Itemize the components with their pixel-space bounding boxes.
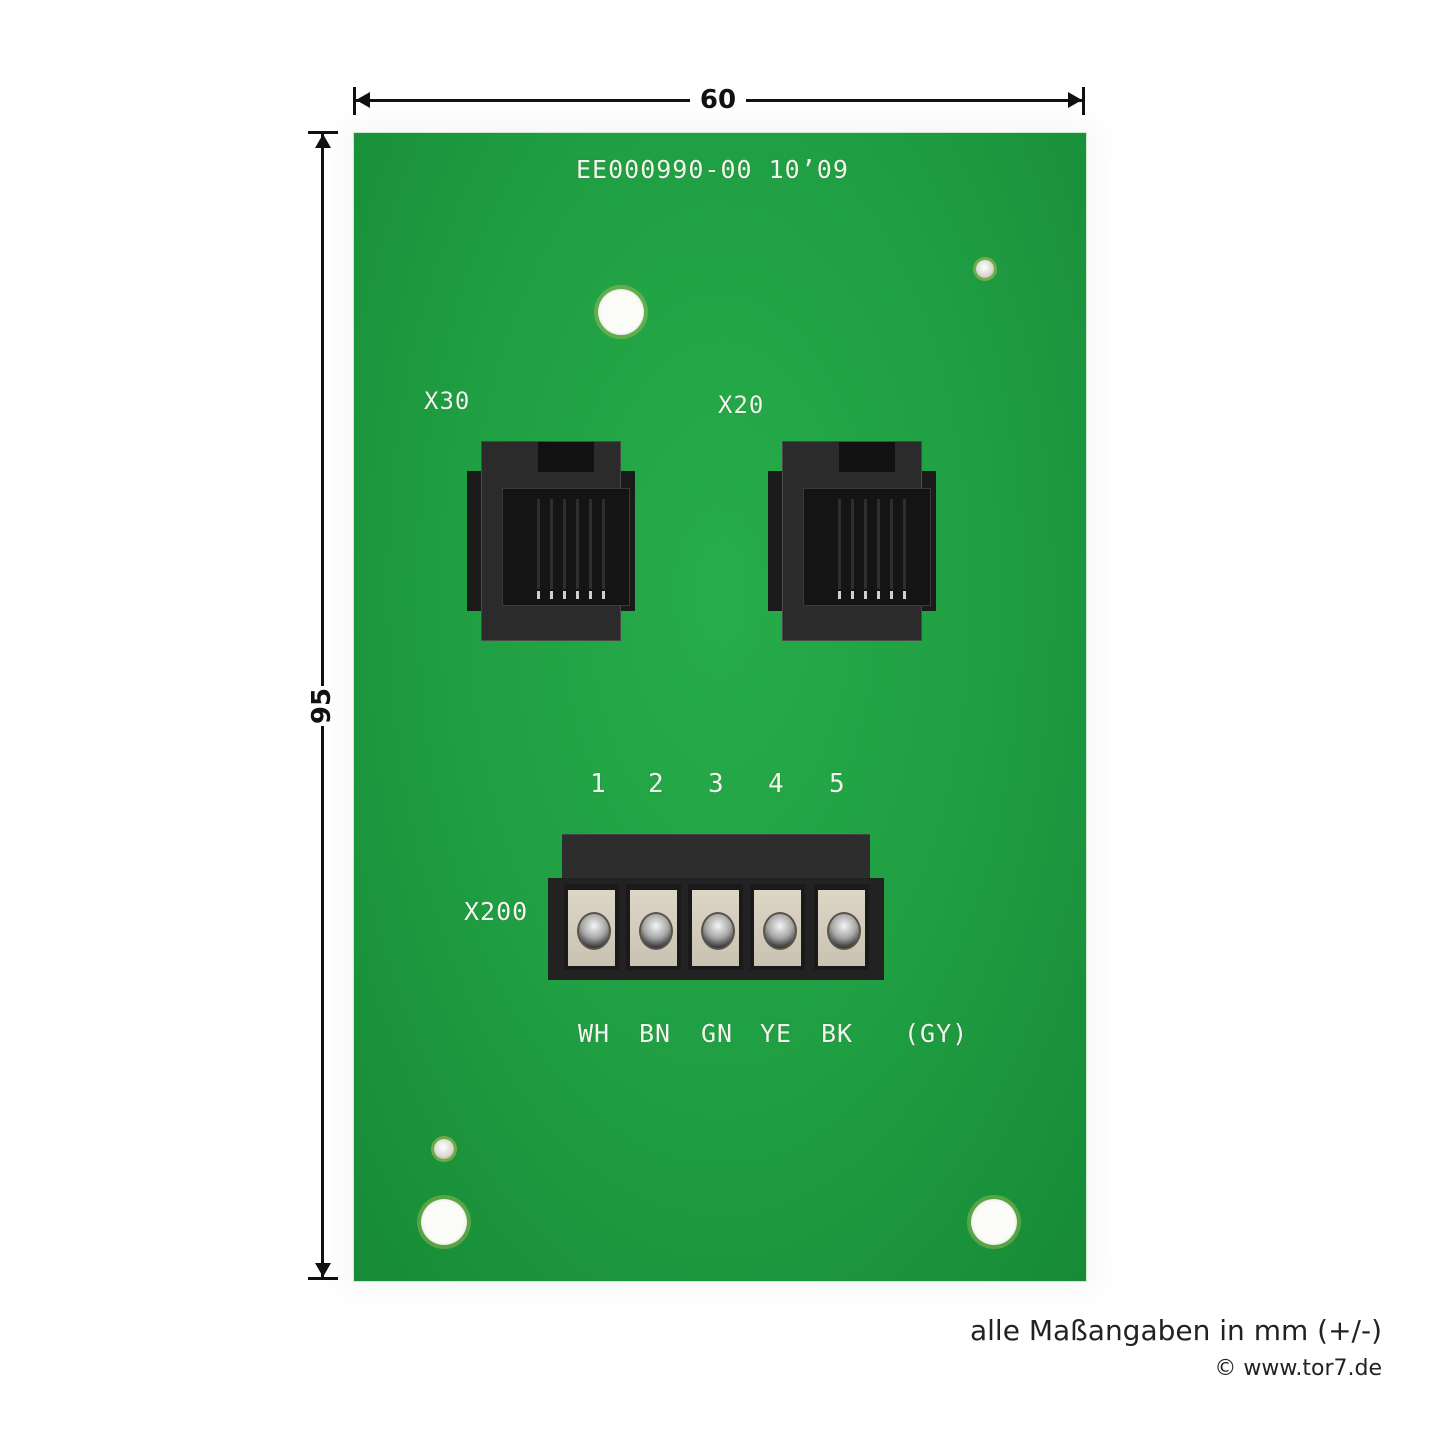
width-dimension-label: 60 bbox=[690, 82, 746, 118]
terminal-block-label-x200: X200 bbox=[464, 897, 529, 926]
arrow-left-icon bbox=[356, 92, 370, 108]
via-top-right bbox=[976, 260, 994, 278]
screw-icon bbox=[827, 912, 861, 950]
pin-number-5: 5 bbox=[829, 769, 846, 799]
pin-number-1: 1 bbox=[590, 769, 607, 799]
height-dimension-tick-top bbox=[308, 131, 338, 134]
wire-color-bk: BK bbox=[821, 1019, 854, 1048]
screw-icon bbox=[701, 912, 735, 950]
part-number-label: EE000990-00 10’09 bbox=[576, 155, 849, 184]
terminal-2[interactable] bbox=[626, 884, 681, 970]
shield-color-gy: (GY) bbox=[904, 1019, 969, 1048]
arrow-down-icon bbox=[315, 1263, 331, 1277]
rj-jack-x20[interactable] bbox=[768, 441, 936, 641]
rj-jack-x30[interactable] bbox=[467, 441, 635, 641]
arrow-right-icon bbox=[1068, 92, 1082, 108]
screw-icon bbox=[763, 912, 797, 950]
terminal-block-x200[interactable] bbox=[548, 834, 884, 980]
pin-number-3: 3 bbox=[708, 769, 725, 799]
pcb-board: EE000990-00 10’09 X30 X20 bbox=[354, 133, 1086, 1281]
wire-color-ye: YE bbox=[760, 1019, 793, 1048]
wire-color-wh: WH bbox=[578, 1019, 611, 1048]
connector-label-x20: X20 bbox=[718, 391, 765, 419]
wire-color-gn: GN bbox=[701, 1019, 734, 1048]
via-bottom-left bbox=[434, 1139, 454, 1159]
height-dimension-tick-bottom bbox=[308, 1277, 338, 1280]
terminal-3[interactable] bbox=[688, 884, 743, 970]
screw-icon bbox=[639, 912, 673, 950]
pin-number-2: 2 bbox=[648, 769, 665, 799]
connector-label-x30: X30 bbox=[424, 387, 471, 415]
mounting-hole-bottom-left bbox=[421, 1199, 467, 1245]
terminal-1[interactable] bbox=[564, 884, 619, 970]
copyright-link: © www.tor7.de bbox=[1214, 1356, 1382, 1381]
terminal-4[interactable] bbox=[750, 884, 805, 970]
terminal-5[interactable] bbox=[814, 884, 869, 970]
width-dimension-tick-left bbox=[353, 87, 356, 115]
arrow-up-icon bbox=[315, 134, 331, 148]
mounting-hole-top bbox=[598, 289, 644, 335]
wire-color-bn: BN bbox=[639, 1019, 672, 1048]
pin-number-4: 4 bbox=[768, 769, 785, 799]
measurement-note: alle Maßangaben in mm (+/-) bbox=[969, 1314, 1382, 1347]
mounting-hole-bottom-right bbox=[971, 1199, 1017, 1245]
screw-icon bbox=[577, 912, 611, 950]
height-dimension-label: 95 bbox=[302, 686, 342, 726]
